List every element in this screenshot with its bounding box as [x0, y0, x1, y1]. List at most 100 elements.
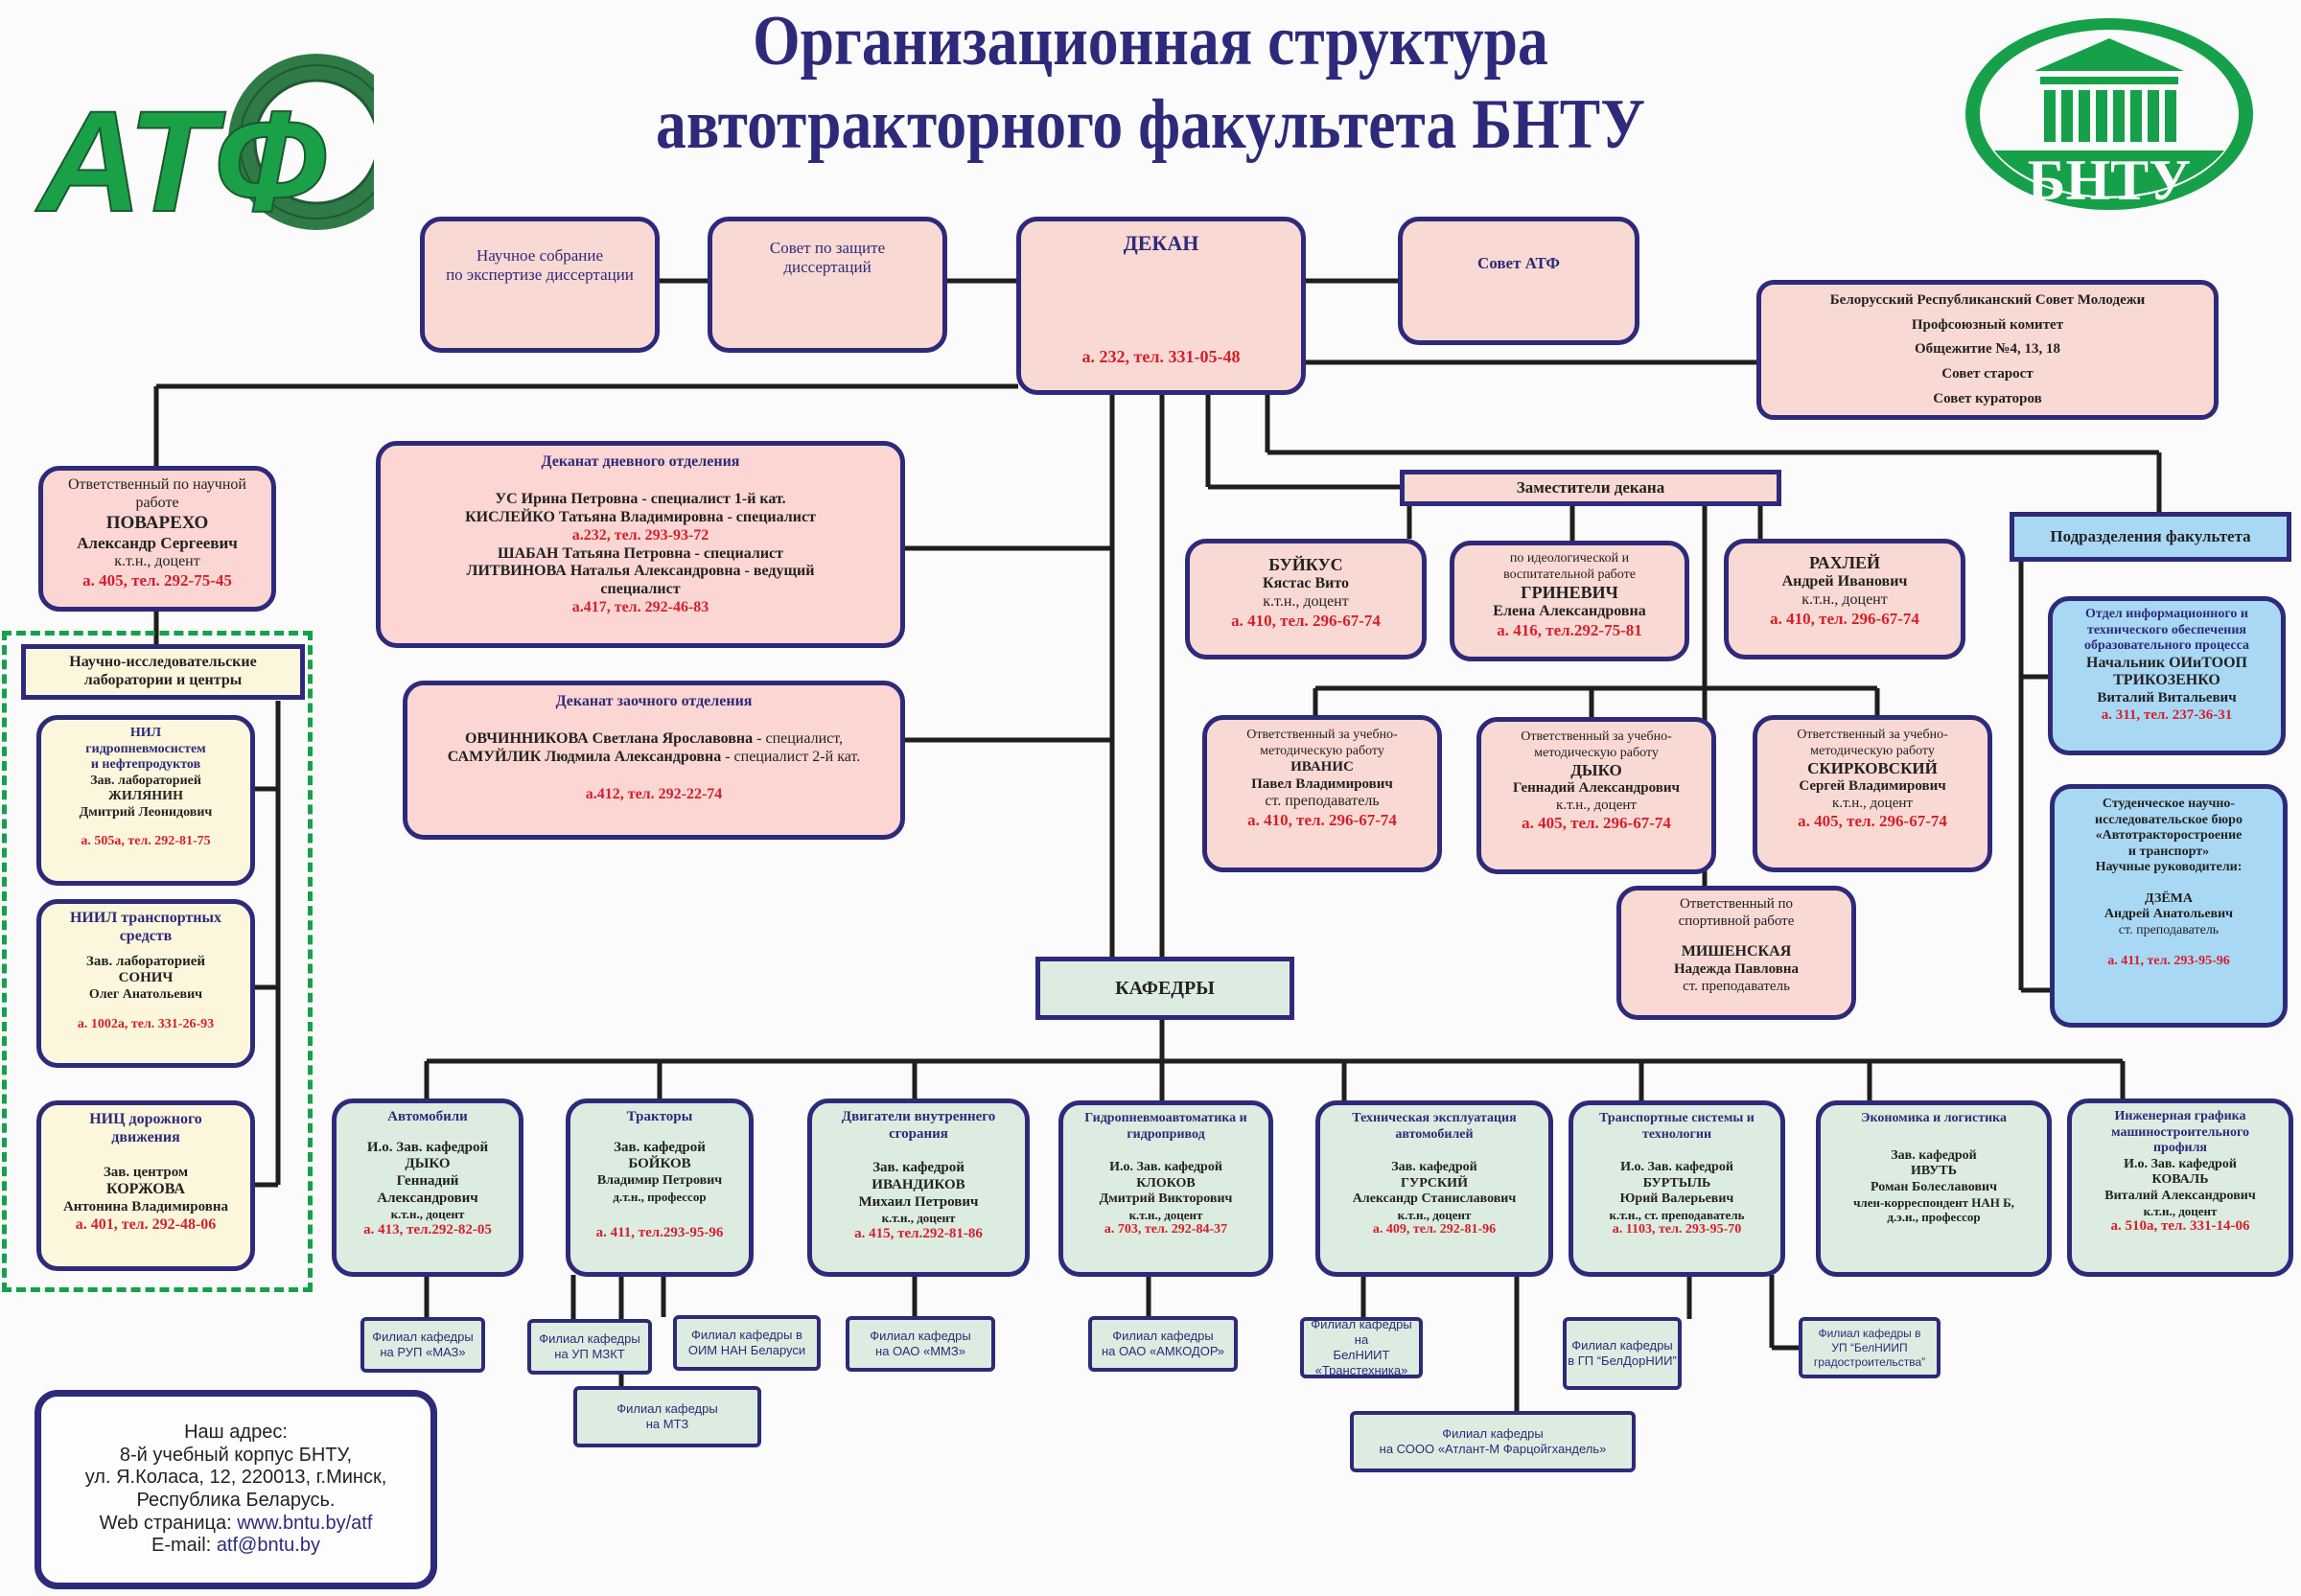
bntu-logo-text: БНТУ — [2028, 149, 2191, 212]
web-link[interactable]: www.bntu.by/atf — [237, 1512, 373, 1534]
lab-contact: а. 1002а, тел. 331-26-93 — [77, 1016, 215, 1031]
degree-text: к.т.н., доцент — [1556, 797, 1637, 813]
title-line-2: автотракторного факультета БНТУ — [656, 85, 1645, 165]
address-line: Республика Беларусь. — [136, 1490, 336, 1511]
subdivision-title: Отдел информационного и — [2085, 607, 2248, 621]
lab-title: НИЛ — [129, 726, 162, 740]
department-degree: д.т.н., профессор — [613, 1189, 707, 1204]
department-line: Роман Болеславович — [1871, 1179, 1997, 1194]
branch-text: Филиал кафедры — [1571, 1337, 1673, 1353]
role-text: Ответственный за учебно-методическую раб… — [1246, 728, 1398, 758]
branch-box: Филиал кафедры в УП “БелНИИП градостроит… — [1799, 1317, 1941, 1378]
contact-text: а. 405, тел. 296-67-74 — [1798, 812, 1947, 831]
lab-surname: КОРЖОВА — [106, 1181, 185, 1198]
degree-text: к.т.н., доцент — [114, 553, 200, 570]
name-text: Павел Владимирович — [1251, 775, 1393, 792]
department-line: КОВАЛЬ — [2151, 1172, 2209, 1188]
department-line: Зав. кафедрой — [1391, 1160, 1477, 1175]
deputy-box: РАХЛЕЙ Андрей Иванович к.т.н., доцент а.… — [1724, 539, 1965, 659]
lab-box: НИЦ дорожного движения Зав. центром КОРЖ… — [36, 1100, 255, 1271]
surname-text: МИШЕНСКАЯ — [1681, 943, 1792, 960]
deputies-header: Заместители декана — [1400, 470, 1781, 506]
atf-logo-text: АТФ — [35, 81, 326, 240]
department-line: БУРТЫЛЬ — [1642, 1175, 1711, 1191]
methodical-box: Ответственный за учебно-методическую раб… — [1753, 715, 1992, 872]
lab-box: НИЛ гидропневмосистем и нефтепродуктов З… — [36, 715, 255, 886]
subdivision-box: Отдел информационного и технического обе… — [2048, 596, 2286, 755]
branch-text: Филиал кафедры — [539, 1330, 640, 1346]
header-text: КАФЕДРЫ — [1115, 977, 1215, 999]
department-title: Экономика и логистика — [1861, 1111, 2007, 1125]
deanery-role: - специалист, — [753, 729, 844, 747]
lab-role: Зав. лабораторией — [85, 953, 206, 969]
subdivision-title: «Автотракторостроение — [2095, 828, 2243, 844]
department-box: Экономика и логистика Зав. кафедрой ИВУТ… — [1816, 1100, 2052, 1277]
role-text: Ответственный по спортивной работе — [1678, 896, 1795, 929]
deanery-line: специалист — [600, 581, 681, 598]
branch-text: Филиал кафедры — [870, 1328, 971, 1343]
surname-text: ИВАНИС — [1290, 759, 1354, 775]
address-line: 8-й учебный корпус БНТУ, — [119, 1444, 353, 1466]
box-text: Профсоюзный комитет — [1911, 316, 2064, 333]
branch-text: УП “БелНИИП градостроительства” — [1813, 1340, 1926, 1369]
deputy-role: по идеологической и воспитательной работ… — [1503, 551, 1636, 582]
role-text: Ответственный по научной работе — [68, 476, 246, 511]
branch-box: Филиал кафедры на МТЗ — [573, 1386, 761, 1447]
deanery-person: САМУЙЛИК Людмила Александровна — [447, 748, 722, 765]
branch-text: в ГП “БелДорНИИ” — [1568, 1353, 1677, 1368]
branch-box: Филиал кафедры на БелНИИТ «Транстехника» — [1300, 1317, 1423, 1378]
department-title: Инженерная графика машиностроительного п… — [2111, 1109, 2249, 1156]
deanery-day-box: Деканат дневного отделения УС Ирина Петр… — [376, 441, 905, 648]
defense-council-box: Совет по защите диссертаций — [708, 217, 947, 353]
department-line: Геннадий — [396, 1173, 459, 1190]
subdivision-role: Начальник ОИиТООП — [2086, 654, 2247, 671]
email-link[interactable]: atf@bntu.by — [216, 1535, 320, 1557]
department-box: Техническая эксплуатация автомобилей Зав… — [1315, 1100, 1553, 1277]
subdivision-name: Андрей Анатольевич — [2103, 907, 2234, 922]
surname-text: ДЫКО — [1570, 761, 1622, 780]
department-line: И.о. Зав. кафедрой — [1109, 1160, 1222, 1175]
department-line: Александрович — [377, 1190, 478, 1206]
department-box: Автомобили И.о. Зав. кафедрой ДЫКО Генна… — [332, 1099, 523, 1277]
branch-text: Филиал кафедры — [372, 1329, 474, 1344]
web-label: Web страница: — [99, 1512, 238, 1534]
department-title: Автомобили — [387, 1109, 468, 1124]
deputy-box: по идеологической и воспитательной работ… — [1450, 541, 1689, 661]
subdivision-title: и транспорт» — [2127, 844, 2210, 859]
role-text: Ответственный за учебно-методическую раб… — [1797, 728, 1948, 758]
department-degree: к.т.н., доцент — [1397, 1207, 1472, 1222]
dean-box: ДЕКАН а. 232, тел. 331-05-48 — [1016, 217, 1306, 395]
department-line: Дмитрий Викторович — [1099, 1191, 1233, 1207]
box-text: по экспертизе диссертации — [446, 266, 634, 285]
subdivision-surname: ТРИКОЗЕНКО — [2113, 672, 2220, 689]
deanery-line: ШАБАН Татьяна Петровна - специалист — [498, 544, 783, 562]
department-degree: к.т.н., ст. преподаватель — [1609, 1207, 1745, 1222]
lab-role: Зав. лабораторией — [90, 773, 201, 788]
deputy-degree: к.т.н., доцент — [1801, 591, 1888, 609]
branch-text: Филиал кафедры — [1112, 1328, 1214, 1343]
box-text: Совет старост — [1941, 366, 2034, 382]
branch-box: Филиал кафедры в ГП “БелДорНИИ” — [1563, 1317, 1682, 1390]
lab-contact: а. 505а, тел. 292-81-75 — [81, 834, 211, 849]
name-text: Надежда Павловна — [1674, 961, 1799, 978]
branch-text: на ОАО «АМКОДОР» — [1101, 1344, 1225, 1358]
deanery-line: УС Ирина Петровна - специалист 1-й кат. — [495, 490, 786, 507]
science-lead-box: Ответственный по научной работе ПОВАРЕХО… — [38, 466, 276, 612]
branch-box: Филиал кафедры на ОАО «ММЗ» — [846, 1316, 995, 1372]
deputy-contact: а. 410, тел. 296-67-74 — [1231, 611, 1381, 630]
deputy-surname: БУЙКУС — [1268, 555, 1343, 574]
department-line: Александр Станиславович — [1352, 1191, 1517, 1207]
lab-title: НИИЛ транспортных — [69, 910, 221, 926]
department-title: Тракторы — [626, 1109, 693, 1124]
box-text: Общежитие №4, 13, 18 — [1915, 341, 2060, 358]
faculty-council-box: Совет АТФ — [1398, 217, 1639, 345]
subdivision-contact: а. 411, тел. 293-95-96 — [2107, 954, 2230, 969]
deanery-title: Деканат заочного отделения — [555, 693, 753, 709]
department-title: Техническая эксплуатация автомобилей — [1352, 1111, 1517, 1142]
lab-contact: а. 401, тел. 292-48-06 — [75, 1216, 217, 1233]
deputy-surname: РАХЛЕЙ — [1808, 553, 1881, 572]
labs-dashed-group — [2, 631, 313, 1292]
header-text: Научно-исследовательские — [69, 654, 257, 671]
department-line: ГУРСКИЙ — [1401, 1175, 1468, 1191]
department-box: Инженерная графика машиностроительного п… — [2067, 1099, 2293, 1277]
